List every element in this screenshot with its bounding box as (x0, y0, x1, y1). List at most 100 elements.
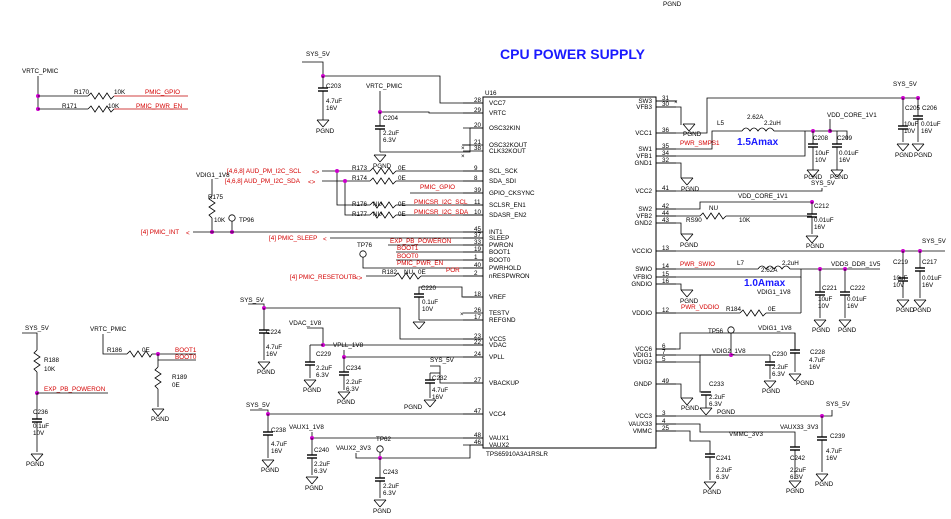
ic-pin-name: OSC32KOUT (489, 142, 527, 149)
sys-5v-vcc3: SYS_5V (826, 401, 851, 408)
net-vdig1-1v8: VDIG1_1V8 (196, 172, 230, 179)
ic-pin-number: 42 (662, 203, 670, 210)
net-vpll-1v8: VPLL_1V8 (333, 342, 364, 349)
ic-pin-name: SCL_SCK (489, 168, 518, 175)
c212-value: 0.01uF (814, 217, 834, 224)
ic-pin-name: SW1 (638, 146, 652, 153)
net-pmic-pwr-en-b: PMIC_PWR_EN (397, 260, 444, 267)
ic-pin-name: VDAC (489, 342, 507, 349)
ic-pin-name: BOOT0 (489, 257, 511, 264)
c206-value: 0.01uF (921, 121, 941, 128)
c242-rating: 6.3V (790, 474, 804, 481)
net-boot0-b: BOOT0 (175, 354, 197, 361)
vaux-caps: SYS_5V C238 4.7uF 16V PGND VAUX1_1V8 C24… (246, 402, 483, 515)
ic-pin-number: 34 (662, 150, 670, 157)
c204-value: 2.2uF (383, 130, 399, 137)
c204-rating: 6.3V (383, 137, 397, 144)
sys-5v-c224: SYS_5V (240, 297, 265, 304)
r189-ref: R189 (172, 374, 188, 381)
net-pwr-smps1: PWR_SMPS1 (680, 140, 720, 147)
r175-value: 10K (214, 217, 226, 224)
aud-sda-arrow: <> (308, 179, 316, 186)
ic-ref: U16 (485, 90, 497, 97)
net-pwr-vddio: PWR_VDDIO (681, 304, 719, 311)
ic-pin-name: CLK32KOUT (489, 148, 526, 155)
r173-ref: R173 (352, 165, 368, 172)
ic-pin-name: SDA_SDI (489, 178, 516, 185)
ic-pin-number: 47 (474, 408, 482, 415)
c222-ref: C222 (850, 285, 866, 292)
ic-pin-number: 48 (474, 432, 482, 439)
l5-value: 2.2uH (764, 120, 781, 127)
c221-value: 10uF (818, 296, 833, 303)
ic-pin-number: 28 (474, 97, 482, 104)
ic-pin-name: VCC5 (489, 336, 506, 343)
page-title: CPU POWER SUPPLY (500, 46, 646, 62)
r170-ref: R170 (74, 89, 90, 96)
pmic-int-arrow: < (186, 230, 190, 237)
c220-ref: C220 (421, 285, 437, 292)
c236-ref: C236 (33, 409, 49, 416)
ic-pin-name: VCC4 (489, 411, 506, 418)
c217-gnd: PGND (913, 307, 932, 314)
c240-rating: 6.3V (314, 468, 328, 475)
c203-gnd: PGND (316, 128, 335, 135)
vcc5-caps: SYS_5V C224 4.7uF 16V PGND VDAC_1V8 C229… (240, 297, 483, 411)
net-vdds-ddr-1v5: VDDS_DDR_1V5 (831, 261, 881, 268)
r189-gnd: PGND (151, 416, 170, 423)
c229-rating: 6.3V (316, 372, 330, 379)
c221-rating: 10V (818, 303, 830, 310)
ic-pin-name: VFB1 (636, 153, 652, 160)
c234-gnd: PGND (337, 399, 356, 406)
net-aud-sda: [4,6,8] AUD_PM_I2C_SDA (225, 178, 301, 185)
vrtc-pull-ups: VRTC_PMIC R170 10K PMIC_GPIO R171 10K PM… (22, 68, 188, 113)
tp76-ref: TP76 (357, 242, 373, 249)
ic-pin-name: GPIO_CKSYNC (489, 190, 535, 197)
gndio-gnd: PGND (680, 298, 699, 305)
l7-value: 2.2uH (782, 260, 799, 267)
net-vrtc-pmic-boot: VRTC_PMIC (90, 326, 127, 333)
c224-gnd: PGND (257, 369, 276, 376)
sys-5v-c203: SYS_5V (306, 51, 331, 58)
ic-pin-name: VRTC (489, 110, 506, 117)
ic-pin-name: SWIO (635, 266, 652, 273)
net-vrtc-pmic-left: VRTC_PMIC (22, 68, 59, 75)
c204-ref: C204 (383, 115, 399, 122)
ic-pin-number: 12 (662, 307, 670, 314)
net-pmic-resetoutb: [4] PMIC_RESETOUTB (290, 274, 356, 281)
c206-ref: C206 (922, 105, 938, 112)
nc-x-31: × (674, 99, 678, 106)
ic-pin-name: VFBIO (633, 274, 652, 281)
net-pmic-gpio-a: PMIC_GPIO (145, 89, 180, 96)
c209-value: 0.01uF (839, 150, 859, 157)
c219-gnd: PGND (896, 307, 915, 314)
aud-scl-arrow: <> (312, 169, 320, 176)
l7-ref: L7 (737, 260, 745, 267)
i2c-sr: R176 NU 0E R177 NU 0E PMICSR_I2C_SCL PMI… (352, 199, 483, 219)
ic-pin-number: 3 (662, 410, 666, 417)
r174-value: 0E (398, 175, 406, 182)
r176-value: 0E (398, 201, 406, 208)
io-group: SYS_5V C219 10uF 10V C217 0.01uF 16V PGN… (656, 238, 947, 334)
r186-value: 0E (142, 347, 150, 354)
r182-ref: R182 (382, 269, 398, 276)
ic-pin-number: 1 (474, 254, 478, 261)
sys-5v-r188: SYS_5V (25, 325, 50, 332)
ic-pin-name: VCC1 (635, 130, 652, 137)
sys-5v-c238: SYS_5V (246, 402, 271, 409)
c243-ref: C243 (383, 469, 399, 476)
i2c-audio: [4,6,8] AUD_PM_I2C_SCL [4,6,8] AUD_PM_I2… (225, 165, 483, 216)
c238-ref: C238 (271, 427, 287, 434)
ic-pin-number: 7 (662, 349, 666, 356)
c234-rating: 6.3V (346, 386, 360, 393)
c219-ref: C219 (893, 259, 909, 266)
c232-ref: C232 (432, 375, 448, 382)
tp96-ref: TP96 (239, 217, 255, 224)
nc-x-38: × (461, 153, 465, 160)
c220-rating: 10V (422, 306, 434, 313)
ic-pin-number: 10 (474, 209, 482, 216)
net-pmicsr-sda: PMICSR_I2C_SDA (414, 209, 469, 216)
pmic-sleep-arrow: < (323, 236, 327, 243)
net-vmmc-3v3: VMMC_3V3 (729, 431, 763, 438)
